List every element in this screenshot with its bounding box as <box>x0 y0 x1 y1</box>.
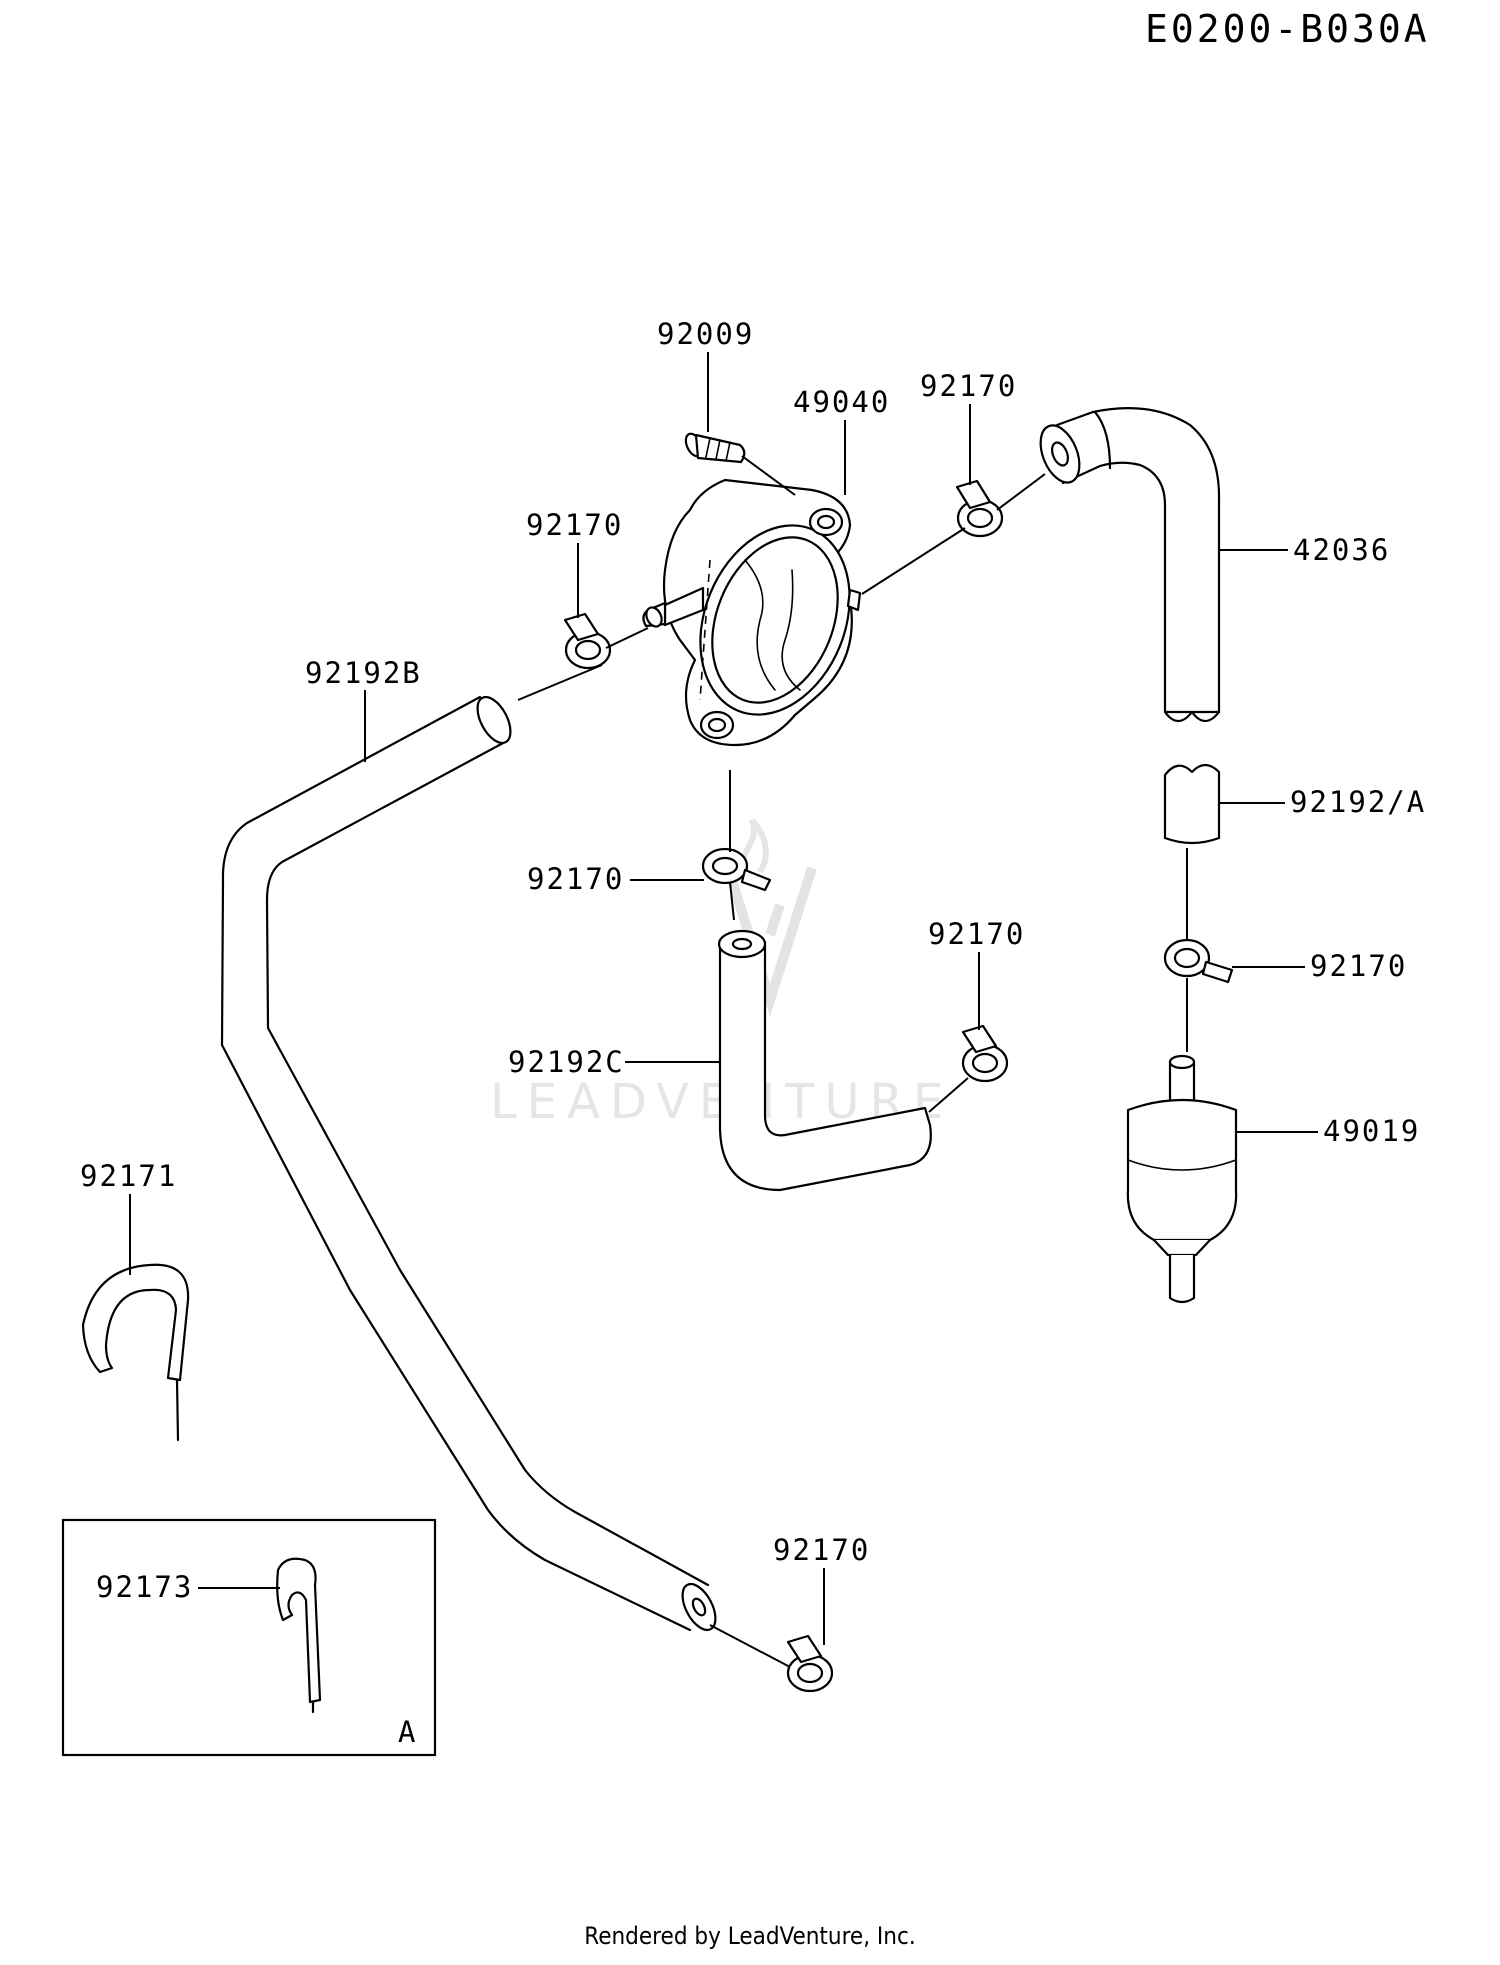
hose-92192a <box>1163 763 1221 845</box>
clamp-92170-mid <box>701 847 772 892</box>
screw-92009 <box>684 432 796 496</box>
label-92192c: 92192C <box>508 1045 625 1079</box>
label-49040: 49040 <box>793 385 890 419</box>
inset-a: A <box>61 1518 437 1757</box>
hose-92192b <box>220 695 717 1632</box>
clamp-92170-bottom <box>786 1634 834 1693</box>
clamp-92170-right <box>1163 938 1234 984</box>
label-92170-bottom: 92170 <box>773 1533 870 1567</box>
hose-42036 <box>1039 407 1221 723</box>
label-92170-right: 92170 <box>1310 949 1407 983</box>
clamp-92170-top <box>955 479 1004 538</box>
label-92170-top: 92170 <box>920 369 1017 403</box>
clip-92171 <box>81 1263 190 1442</box>
label-92171: 92171 <box>80 1159 177 1193</box>
label-92192b: 92192B <box>305 656 422 690</box>
label-92192a: 92192/A <box>1290 785 1426 819</box>
label-42036: 42036 <box>1293 533 1390 567</box>
label-92170-left: 92170 <box>526 508 623 542</box>
part-labels: 92009 49040 92170 92170 42036 92192B 921… <box>80 317 1426 1645</box>
clip-92173 <box>276 1557 322 1714</box>
clamp-92170-midright <box>961 1024 1009 1083</box>
footer-credit: Rendered by LeadVenture, Inc. <box>584 1922 916 1950</box>
fuel-filter-49019 <box>1126 1054 1238 1304</box>
label-92173: 92173 <box>96 1570 193 1604</box>
label-92009: 92009 <box>657 317 754 351</box>
label-49019: 49019 <box>1323 1114 1420 1148</box>
hose-92192c <box>717 929 932 1192</box>
connection-lines <box>517 473 1188 1668</box>
label-92170-midright: 92170 <box>928 917 1025 951</box>
label-92170-mid: 92170 <box>527 862 624 896</box>
clamp-92170-left <box>563 612 612 670</box>
inset-letter: A <box>398 1715 417 1749</box>
fuel-pump-49040 <box>642 478 862 747</box>
diagram-code: E0200-B030A <box>1145 7 1430 51</box>
